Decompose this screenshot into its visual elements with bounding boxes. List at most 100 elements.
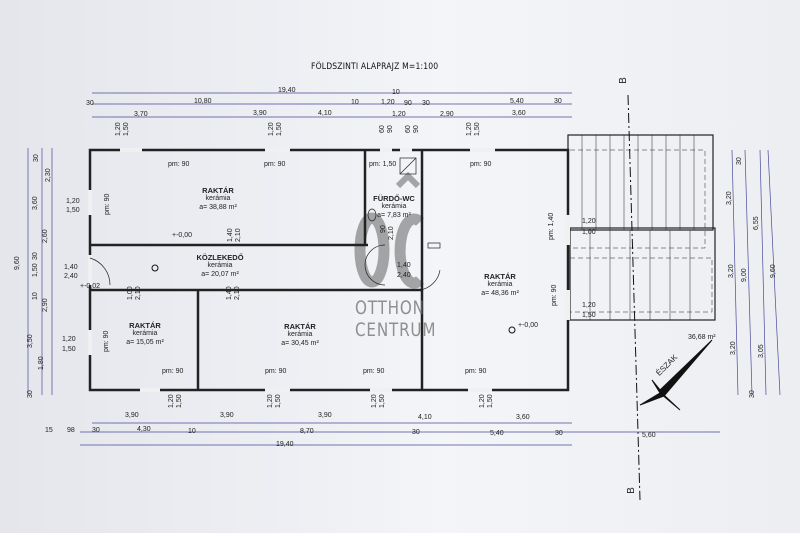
dimension-label: 5,40 [510, 98, 524, 105]
dimension-label: 1,50 [275, 394, 282, 408]
room-name: FÜRDŐ-WC [373, 194, 415, 203]
dimension-label: 30 [554, 98, 562, 105]
room-floor: kerámia [287, 331, 313, 339]
dimension-label: 5,40 [490, 430, 504, 437]
dimension-label: pm: 1,40 [548, 212, 555, 240]
dimension-label: pm: 1,50 [369, 161, 397, 168]
dimension-label: 10 [392, 89, 400, 96]
dimension-label: 1,50 [66, 207, 80, 214]
dimension-label: 2,90 [42, 298, 49, 312]
dimension-label: 1,20 [479, 394, 486, 408]
dimension-label: 3,70 [134, 111, 148, 118]
dimension-label: 1,50 [379, 394, 386, 408]
dimension-label: 1,50 [276, 122, 283, 136]
room-area: a= 15,05 m² [126, 339, 164, 347]
dimension-label: 8,70 [300, 428, 314, 435]
dimension-label: 2,30 [45, 168, 52, 182]
room-floor: kerámia [205, 195, 231, 203]
dimension-label: 2,40 [397, 272, 411, 279]
dimension-label: 3,60 [512, 110, 526, 117]
dimension-label: 1,20 [582, 218, 596, 225]
dimension-label: 3,90 [253, 110, 267, 117]
dimension-label: 30 [27, 390, 34, 398]
dimension-label: 1,50 [582, 312, 596, 319]
dimension-label: 1,50 [474, 122, 481, 136]
dimension-label: 4,30 [137, 426, 151, 433]
dimension-label: 2,40 [64, 273, 78, 280]
dimension-label: 10,80 [194, 98, 212, 105]
dimension-label: 90 [404, 100, 412, 107]
dimension-label: 1,20 [466, 122, 473, 136]
room-area: a= 7,83 m² [377, 212, 411, 220]
room-floor: kerámia [207, 262, 233, 270]
dimension-label: 1,20 [267, 394, 274, 408]
dimension-label: pm: 90 [162, 368, 184, 375]
dimension-label: pm: 90 [465, 368, 487, 375]
room-name: RAKTÁR [202, 186, 234, 195]
window-openings [88, 148, 570, 392]
dimension-label: pm: 90 [103, 330, 110, 352]
dimension-label: 9,00 [741, 268, 748, 282]
dimension-label: 1,20 [268, 122, 275, 136]
elevation-label: +-0,00 [518, 322, 539, 329]
plan-title: FÖLDSZINTI ALAPRAJZ M=1:100 [311, 62, 439, 72]
room-floor: kerámia [132, 330, 158, 338]
room-area: a= 48,36 m² [481, 290, 519, 298]
dimension-label: 6,55 [753, 216, 760, 230]
dimension-label: 1,00 [582, 229, 596, 236]
dimension-label: 1,80 [38, 356, 45, 370]
dimension-label: 30 [555, 430, 563, 437]
room-name: RAKTÁR [284, 322, 316, 331]
axis-b-line [627, 94, 641, 501]
dimension-label: 30 [33, 154, 40, 162]
dimension-label: pm: 90 [264, 161, 286, 168]
dimension-label: 3,60 [516, 414, 530, 421]
dimension-label: pm: 90 [363, 368, 385, 375]
dimension-label: 9,60 [14, 256, 21, 270]
room-name: RAKTÁR [484, 272, 516, 281]
dimension-label: pm: 90 [168, 161, 190, 168]
dimension-label: 30 [92, 427, 100, 434]
dimension-label: 3,60 [32, 196, 39, 210]
dimension-label: 4,10 [418, 414, 432, 421]
dimension-label: 1,50 [32, 263, 39, 277]
dimension-label: 3,50 [27, 334, 34, 348]
dimension-label: 1,20 [168, 394, 175, 408]
dimension-label: 5,60 [642, 432, 656, 439]
room-floor: kerámia [381, 203, 407, 211]
room-name: KÖZLEKEDŐ [196, 253, 244, 262]
dimension-label: 9,60 [770, 264, 777, 278]
watermark-line2: CENTRUM [355, 318, 437, 341]
dimension-label: 10 [351, 99, 359, 106]
room-floor: kerámia [487, 281, 513, 289]
room-area: a= 30,45 m² [281, 340, 319, 348]
dimension-label: 1,20 [62, 336, 76, 343]
section-mark-bottom: B [625, 487, 637, 494]
dimension-label: pm: 90 [551, 284, 558, 306]
room-area: a= 38,88 m² [199, 204, 237, 212]
dimension-label: 60 [405, 125, 412, 133]
dimension-label: 4,10 [318, 110, 332, 117]
room-area: a= 20,07 m² [201, 271, 239, 279]
dimension-label: 1,20 [582, 302, 596, 309]
dimension-label: 3,20 [730, 341, 737, 355]
dimension-label: 90 [413, 125, 420, 133]
dimension-label: pm: 90 [265, 368, 287, 375]
watermark-logo [354, 171, 425, 289]
watermark-line1: OTTHON [355, 297, 425, 319]
walls [88, 148, 570, 392]
dimension-label: 15 [45, 427, 53, 434]
dimension-label: 3,20 [728, 264, 735, 278]
elevation-label: +-0,00 [172, 232, 193, 239]
dimension-label: 19,40 [276, 441, 294, 448]
dimension-label: 30 [32, 252, 39, 260]
stair-and-terrace [567, 134, 716, 321]
terrace-area: 36,68 m² [688, 334, 716, 341]
dimension-label: 19,40 [278, 87, 296, 94]
